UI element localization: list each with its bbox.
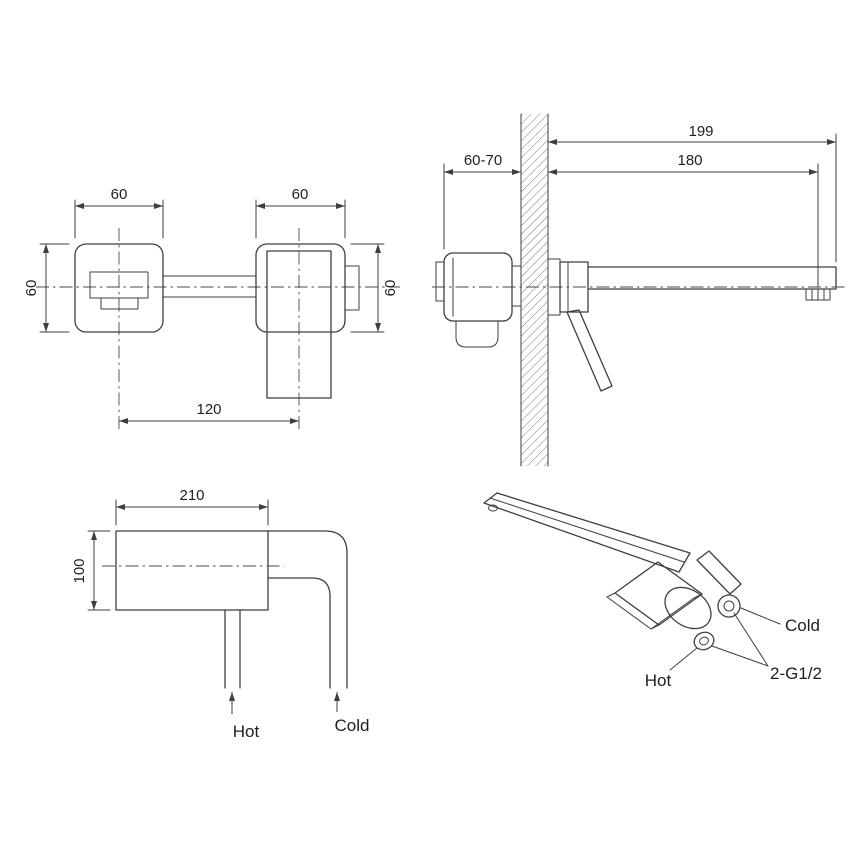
spout-bar: [587, 266, 837, 290]
front-view: 60 60 60 60 120: [23, 186, 400, 430]
side-view-dimensions: 199 180 60-70: [443, 123, 837, 288]
body-plan-outline: [115, 530, 269, 611]
spout-arm-outer: [267, 530, 348, 689]
iso-hot-port: [693, 631, 715, 651]
thread-leader-line-cold: [733, 612, 769, 667]
hot-leader-line: [669, 647, 698, 671]
handle-escutcheon: [74, 243, 164, 333]
iso-cold-port: [717, 594, 741, 618]
dim-label-plan-depth: 100: [71, 558, 88, 583]
spout-plate-front: [255, 243, 360, 399]
valve-rear-tab: [435, 261, 445, 302]
valve-lower-housing: [455, 320, 499, 348]
iso-thread-label: 2-G1/2: [770, 664, 822, 683]
dim-label-front-right-width: 60: [292, 186, 309, 203]
handle-plate-front: [74, 243, 164, 333]
dim-label-front-left-width: 60: [111, 186, 128, 203]
wall-hatch: [521, 114, 548, 466]
valve-body: [443, 252, 513, 322]
iso-view: Cold 2-G1/2 Hot: [483, 492, 822, 690]
iso-spout-tip-edge: [483, 492, 498, 504]
front-view-dimensions: 60 60 60 60 120: [23, 186, 399, 424]
iso-labels: Cold 2-G1/2 Hot: [645, 607, 822, 690]
dim-label-total-reach: 199: [688, 123, 713, 140]
iso-aerator: [488, 504, 498, 512]
cold-leader-line: [740, 607, 781, 625]
iso-hot-label: Hot: [645, 671, 672, 690]
spout-body-front: [266, 250, 332, 399]
handle-knob-front: [100, 297, 139, 310]
wall-section: [520, 113, 549, 467]
iso-escutcheon-plate: [606, 561, 703, 630]
thread-leader-line-hot: [711, 645, 769, 667]
plan-inlet-labels: Hot Cold: [229, 692, 370, 741]
spout-side: [587, 266, 837, 301]
plan-view: 210 100 Hot Cold: [71, 487, 369, 741]
cold-inlet-label: Cold: [335, 716, 370, 735]
concealed-valve-body: [435, 252, 522, 348]
iso-valve-body: [664, 586, 712, 630]
dim-label-plan-length: 210: [179, 487, 204, 504]
dim-label-front-right-height: 60: [382, 280, 399, 297]
iso-cold-label: Cold: [785, 616, 820, 635]
plan-view-dimensions: 210 100: [71, 487, 269, 611]
iso-handle-lever: [696, 550, 742, 595]
dim-label-spout-reach: 180: [677, 152, 702, 169]
iso-spout: [483, 492, 691, 573]
side-view: 199 180 60-70: [432, 113, 848, 467]
spout-arm-inner: [267, 577, 331, 689]
dim-label-wall-depth: 60-70: [464, 152, 502, 169]
handle-lever-side: [566, 309, 613, 392]
dim-label-front-left-height: 60: [23, 280, 40, 297]
hot-inlet-label: Hot: [233, 722, 260, 741]
spout-side-stub: [344, 265, 360, 311]
dim-label-front-spacing: 120: [196, 401, 221, 418]
